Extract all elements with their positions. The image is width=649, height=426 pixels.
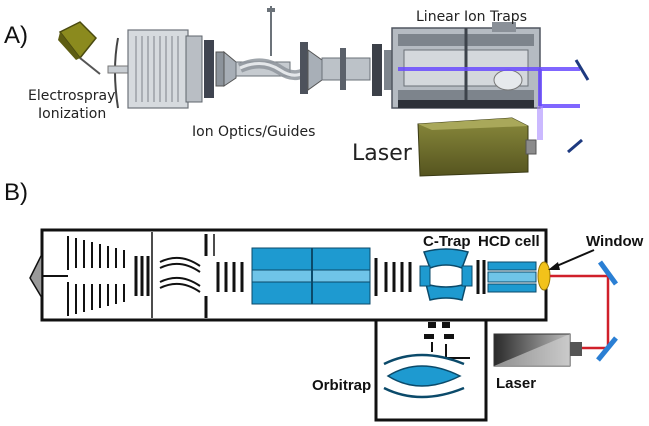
laser-label-b: Laser [496, 375, 536, 392]
electrospray-source [58, 21, 101, 75]
window-arrowhead [548, 262, 560, 270]
ion-funnel [107, 29, 203, 109]
orbitrap-chamber [374, 318, 488, 422]
transfer-lenses [384, 262, 412, 292]
window-pointer-arrow [551, 249, 595, 269]
ion-optics-guides [204, 6, 394, 98]
c-trap [419, 248, 473, 301]
mirror-b-upper [597, 260, 619, 286]
window-optic [537, 261, 551, 291]
mirror-b-lower [596, 336, 618, 362]
laser-beam-a [398, 67, 580, 140]
laser-label-a: Laser [352, 141, 413, 166]
panel-b-letter: B) [4, 179, 28, 206]
quadrupole-cells [251, 247, 371, 305]
esi-label-line1: Electrospray [28, 88, 115, 104]
laser-beam-b [550, 274, 610, 350]
laser-unit-b [493, 333, 582, 367]
lens-stack-b [67, 232, 244, 318]
optics-label: Ion Optics/Guides [192, 124, 315, 140]
mirror-a-lower [567, 138, 583, 154]
hcd-cell [476, 260, 537, 294]
hcd-label: HCD cell [478, 233, 540, 250]
orbitrap-label: Orbitrap [312, 377, 371, 394]
laser-unit-a [417, 117, 537, 177]
panel-a-letter: A) [4, 22, 28, 49]
mirror-a-upper [574, 59, 590, 81]
linear-ion-traps [391, 22, 541, 109]
ctrap-label: C-Trap [423, 233, 471, 250]
esi-label-line2: Ionization [38, 106, 106, 122]
window-label: Window [586, 233, 644, 250]
traps-label: Linear Ion Traps [416, 9, 527, 25]
